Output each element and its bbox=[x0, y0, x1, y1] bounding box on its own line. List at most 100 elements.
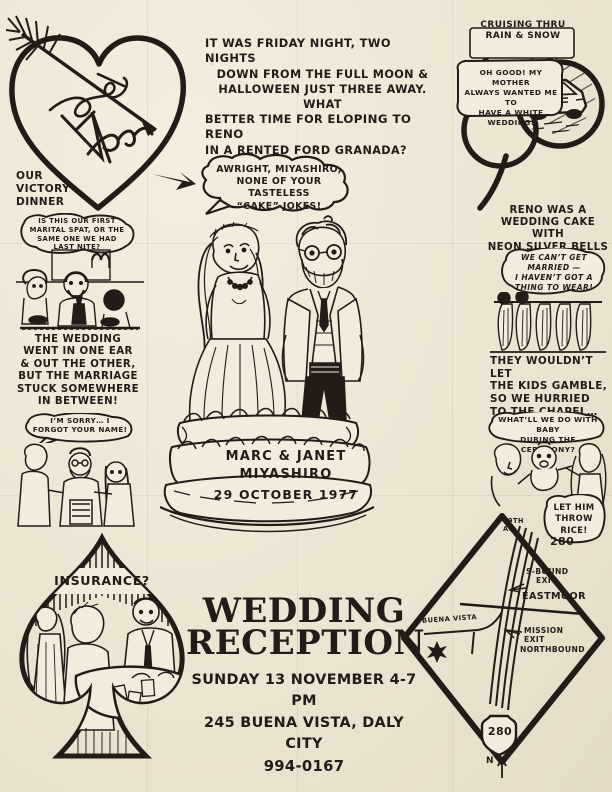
insurance-label: INSURANCE? bbox=[54, 573, 150, 588]
club-bubble-line-3: HAVE A WHITE WEDDING! bbox=[478, 107, 544, 127]
map-shield-280: 280 bbox=[487, 725, 513, 738]
reno-caption-line-1: RENO WAS A bbox=[509, 205, 587, 216]
reception-phone: 994-0167 bbox=[263, 757, 345, 775]
ear-caption-line-4: BUT THE MARRIAGE bbox=[18, 371, 138, 383]
spade-caption: INSURANCE? bbox=[40, 573, 164, 588]
heart-shape-icon bbox=[6, 15, 186, 211]
baby-bubble-line-1: WHAT’LL WE DO WITH BABY bbox=[493, 415, 603, 435]
dress-shop-scene bbox=[490, 292, 606, 353]
star-location-marker bbox=[427, 641, 447, 663]
minister-bubble-text: I’M SORRY… I FORGOT YOUR NAME! bbox=[30, 416, 130, 435]
victory-bubble-line-2: MARITAL SPAT, OR THE bbox=[29, 225, 125, 234]
minister-bubble-line-1: I’M SORRY… I bbox=[50, 416, 110, 425]
intro-line-4a: better time for bbox=[205, 112, 328, 126]
victory-bubble-line-4: LAST NITE? bbox=[53, 243, 101, 252]
intro-line-3: Halloween just three away. What bbox=[218, 82, 427, 111]
map-label-19th-ave: 19TH AV bbox=[503, 517, 524, 533]
map-sbound-line2: EXIT bbox=[536, 576, 557, 586]
club-bubble-text: OH GOOD! MY MOTHER ALWAYS WANTED ME TO H… bbox=[462, 68, 560, 128]
intro-line-1: It was Friday night, two nights bbox=[205, 36, 391, 66]
ear-caption-line-3: & OUT THE OTHER, bbox=[20, 358, 136, 370]
cake-inscription: MARC & JANET MIYASHIRO 29 OCTOBER 1977 bbox=[196, 448, 376, 504]
intro-text: It was Friday night, two nights down fro… bbox=[205, 36, 440, 158]
victory-dinner-scene bbox=[16, 249, 144, 330]
dress-bubble-text: WE CAN’T GET MARRIED — I HAVEN’T GOT A T… bbox=[506, 253, 602, 293]
victory-dinner-bubble: IS THIS OUR FIRST MARITAL SPAT, OR THE S… bbox=[16, 213, 138, 255]
signature-marc bbox=[60, 110, 154, 164]
map-19th-line2: AV bbox=[503, 524, 514, 533]
rice-bubble-line-3: RICE! bbox=[560, 524, 588, 535]
cake-joke-text: AWRIGHT, MIYASHIRO, NONE OF YOUR TASTELE… bbox=[210, 164, 348, 213]
chapel-caption-line-3: SO WE HURRIED bbox=[490, 393, 591, 406]
pointer-arrow-icon bbox=[152, 172, 196, 190]
map-19th-line1: 19TH bbox=[503, 517, 524, 525]
intro-emphasis: ELOPING TO RENO bbox=[205, 111, 412, 142]
map-mission-line3: NORTHBOUND bbox=[520, 644, 585, 654]
victory-caption-line-3: DINNER bbox=[16, 195, 65, 208]
cake-name-line-2: MIYASHIRO bbox=[239, 466, 333, 482]
map-label-sbound-exit: S-BOUND EXIT bbox=[526, 567, 569, 585]
heart-panel bbox=[6, 12, 188, 212]
dress-bubble-line-3: I HAVEN’T GOT A bbox=[515, 273, 593, 283]
victory-dinner-caption: OUR VICTORY DINNER bbox=[16, 170, 112, 209]
signature-janet bbox=[48, 72, 129, 118]
chapel-caption-line-1: THEY WOULDN’T LET bbox=[490, 355, 593, 380]
spade-shape-icon bbox=[19, 532, 185, 759]
map-label-280-freeway: 280 bbox=[550, 535, 575, 548]
map-panel: 19TH AV 280 S-BOUND EXIT EASTMOOR BUENA … bbox=[398, 512, 612, 780]
reception-address: 245 BUENA VISTA, DALY CITY bbox=[204, 714, 404, 753]
speech-bubble-shape bbox=[543, 494, 606, 544]
map-label-eastmoor: EASTMOOR bbox=[522, 591, 586, 602]
announcement-title: WEDDING RECEPTION bbox=[186, 591, 426, 664]
paper-speck bbox=[560, 140, 562, 142]
title-line-wedding: WEDDING bbox=[202, 591, 406, 631]
speech-bubble-shape bbox=[488, 412, 605, 444]
victory-caption-line-1: OUR bbox=[16, 170, 43, 182]
dress-bubble: WE CAN’T GET MARRIED — I HAVEN’T GOT A T… bbox=[498, 248, 610, 296]
wedding-cake-scene bbox=[160, 215, 375, 533]
club-bubble-line-2: ALWAYS WANTED ME TO bbox=[464, 87, 558, 107]
cake-joke-line-1: AWRIGHT, MIYASHIRO, bbox=[216, 164, 342, 175]
cake-joke-line-2: NONE OF YOUR TASTELESS bbox=[236, 176, 322, 200]
announcement-block: WEDDING RECEPTION SUNDAY 13 NOVEMBER 4-7… bbox=[186, 591, 426, 778]
club-panel: CRUISING THRU RAIN & SNOW OH GOOD! MY MO… bbox=[440, 18, 612, 218]
rice-bubble-line-1: LET HIM bbox=[553, 502, 595, 512]
paper-speck bbox=[90, 560, 92, 562]
rice-bubble-text: LET HIM THROW RICE! bbox=[547, 502, 601, 536]
club-bubble-line-1: OH GOOD! MY MOTHER bbox=[479, 68, 543, 87]
ear-caption-line-6: IN BETWEEN! bbox=[37, 396, 119, 408]
chapel-caption: THEY WOULDN’T LET THE KIDS GAMBLE, SO WE… bbox=[490, 355, 612, 418]
club-shape-icon bbox=[456, 27, 605, 211]
speech-bubble-shape bbox=[501, 248, 606, 295]
cake-date: 29 OCTOBER 1977 bbox=[213, 487, 359, 503]
baby-bubble-line-1-text: WHAT’LL WE DO WITH bbox=[498, 415, 598, 424]
rice-bubble: LET HIM THROW RICE! bbox=[541, 494, 607, 546]
intro-line-5: in a rented Ford Granada? bbox=[205, 144, 407, 158]
victory-bubble-line-3: SAME ONE WE HAD bbox=[37, 234, 117, 243]
title-line-reception: RECEPTION bbox=[186, 623, 426, 664]
victory-bubble-text: IS THIS OUR FIRST MARITAL SPAT, OR THE S… bbox=[25, 217, 129, 252]
rice-bubble-line-2: THROW bbox=[555, 513, 593, 524]
victory-bubble-line-1: IS THIS OUR FIRST bbox=[38, 217, 116, 225]
spade-panel: INSURANCE? bbox=[10, 530, 190, 770]
intro-line-2: down from the full moon & bbox=[216, 67, 429, 81]
minister-bubble: I’M SORRY… I FORGOT YOUR NAME! bbox=[20, 413, 140, 443]
minister-bubble-line-2: FORGOT YOUR NAME! bbox=[32, 425, 128, 435]
ear-caption-line-5: STUCK SOMEWHERE bbox=[16, 383, 140, 395]
reno-caption-line-2: WEDDING CAKE WITH bbox=[500, 217, 596, 241]
speech-bubble-shape bbox=[201, 152, 349, 216]
club-caption: CRUISING THRU RAIN & SNOW bbox=[473, 20, 573, 43]
cake-joke-bubble: AWRIGHT, MIYASHIRO, NONE OF YOUR TASTELE… bbox=[196, 152, 362, 218]
cake-name-line-1: MARC & JANET bbox=[225, 449, 347, 464]
dress-bubble-line-1: WE CAN’T GET bbox=[520, 253, 588, 262]
baby-bubble-emphasis: BABY bbox=[536, 424, 560, 434]
map-sbound-line1: S-BOUND bbox=[526, 567, 569, 576]
cake-joke-line-3: “CAKE” JOKES! bbox=[236, 200, 322, 212]
reno-caption: RENO WAS A WEDDING CAKE WITH NEON SILVER… bbox=[486, 205, 610, 254]
paper-speck bbox=[210, 63, 213, 65]
speech-bubble-shape bbox=[20, 213, 135, 254]
chapel-caption-line-2: THE KIDS GAMBLE, bbox=[490, 380, 608, 393]
club-caption-line-1: CRUISING THRU bbox=[480, 20, 566, 30]
map-mission-line2: EXIT bbox=[524, 635, 545, 645]
